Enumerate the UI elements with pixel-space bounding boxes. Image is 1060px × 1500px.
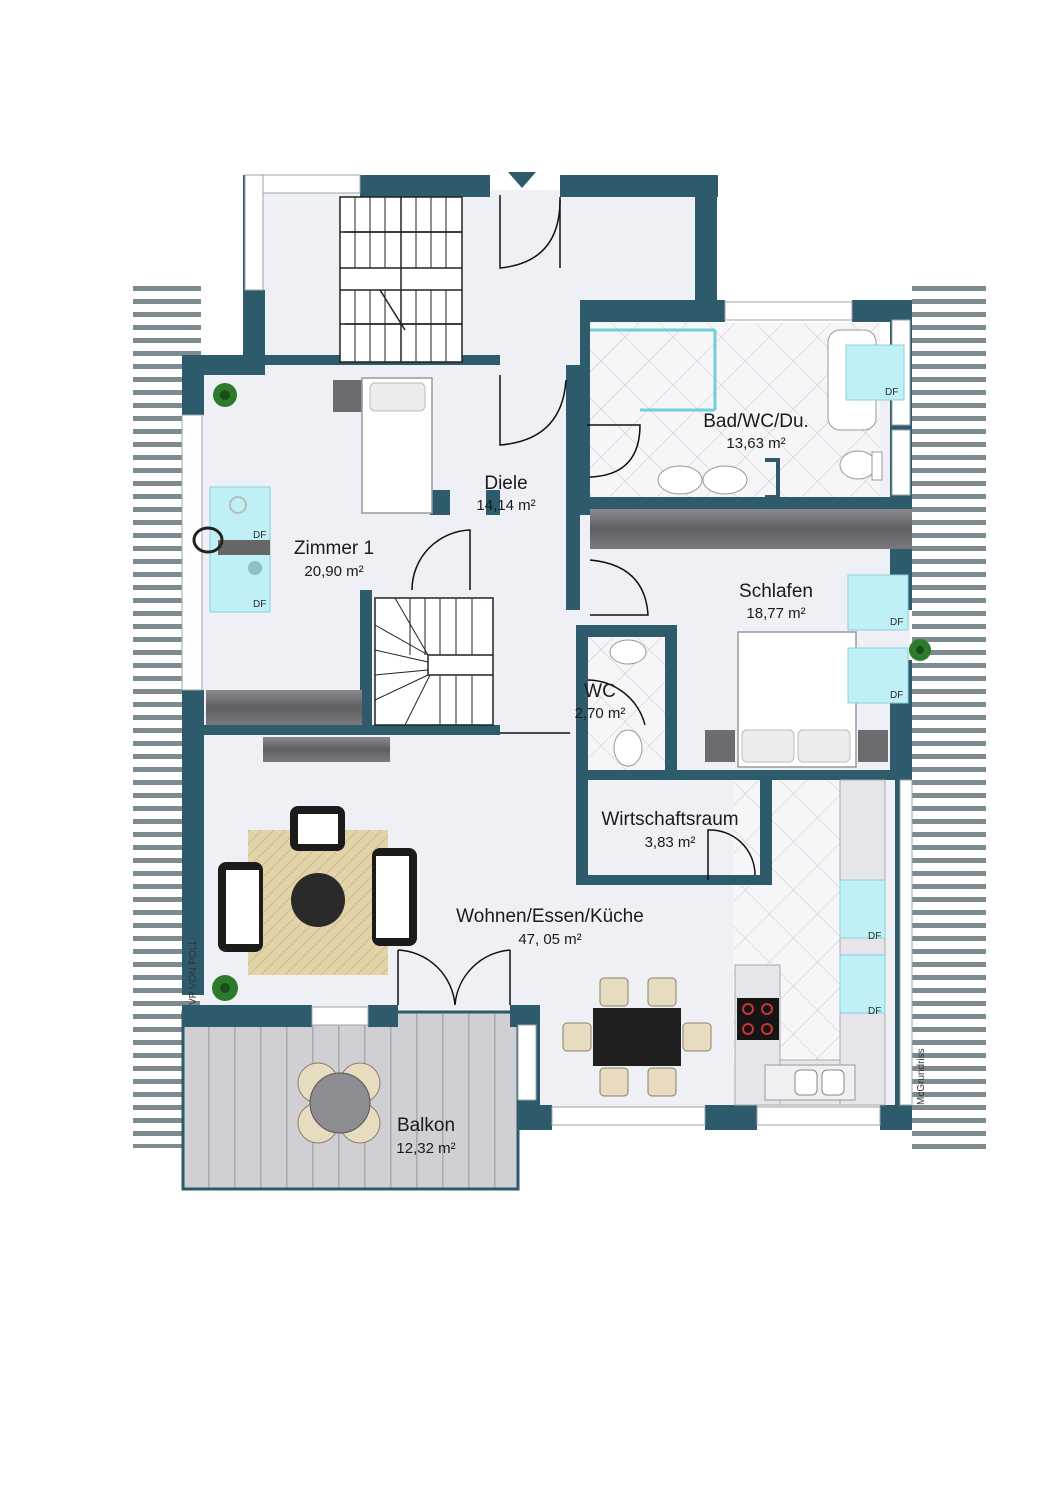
bed-double	[705, 631, 888, 768]
skylights-schlafen	[847, 574, 909, 704]
wardrobe-schlafen	[590, 509, 912, 549]
room-name-wohnen: Wohnen/Essen/Küche	[456, 906, 644, 927]
room-area-schlafen: 18,77 m²	[746, 605, 805, 622]
dining-table	[562, 977, 712, 1097]
room-name-bad: Bad/WC/Du.	[703, 411, 809, 432]
desk-skylight	[192, 486, 271, 613]
room-name-schlafen: Schlafen	[739, 581, 813, 602]
plant-icon	[213, 383, 237, 407]
entrance-arrow-icon	[508, 172, 536, 188]
room-area-diele: 14,14 m²	[476, 497, 535, 514]
skylight-label: DF	[885, 387, 898, 398]
doors	[397, 195, 756, 1006]
skylight-label: DF	[868, 931, 881, 942]
bathtub	[827, 329, 905, 431]
room-area-bad: 13,63 m²	[726, 435, 785, 452]
toilet-bad	[839, 450, 883, 481]
room-area-wc: 2,70 m²	[575, 705, 626, 722]
wardrobe-zimmer	[206, 690, 362, 725]
room-name-diele: Diele	[484, 473, 527, 494]
room-name-balkon: Balkon	[397, 1115, 455, 1136]
tv-board	[263, 737, 390, 762]
shower	[590, 328, 717, 412]
room-area-balkon: 12,32 m²	[396, 1140, 455, 1157]
plant-icon	[212, 975, 238, 1001]
plant-icon	[909, 639, 931, 661]
bed-single	[333, 377, 433, 514]
living-area	[218, 806, 417, 975]
room-name-wirtschaftsraum: Wirtschaftsraum	[601, 809, 738, 830]
windows	[181, 174, 913, 1126]
balcony-table	[297, 1062, 381, 1144]
skylight-label: DF	[253, 530, 266, 541]
room-name-zimmer1: Zimmer 1	[294, 538, 374, 559]
credit-text: McGrundriss	[916, 1048, 927, 1105]
skylight-label: DF	[890, 617, 903, 628]
kitchen-counter	[734, 779, 886, 1106]
wc-fixtures	[609, 639, 647, 767]
room-name-wc: WC	[584, 681, 616, 702]
logo-text: VP VON POLL	[188, 939, 199, 1005]
skylight-label: DF	[868, 1006, 881, 1017]
skylight-label: DF	[253, 599, 266, 610]
washbasins	[657, 458, 780, 499]
stairs-top	[339, 196, 463, 363]
stairs-inner	[374, 597, 494, 726]
roof-hatching-right	[912, 285, 986, 1155]
room-area-zimmer1: 20,90 m²	[304, 563, 363, 580]
skylight-label: DF	[890, 690, 903, 701]
room-area-wohnen: 47, 05 m²	[518, 931, 581, 948]
room-area-wirtschaftsraum: 3,83 m²	[645, 834, 696, 851]
